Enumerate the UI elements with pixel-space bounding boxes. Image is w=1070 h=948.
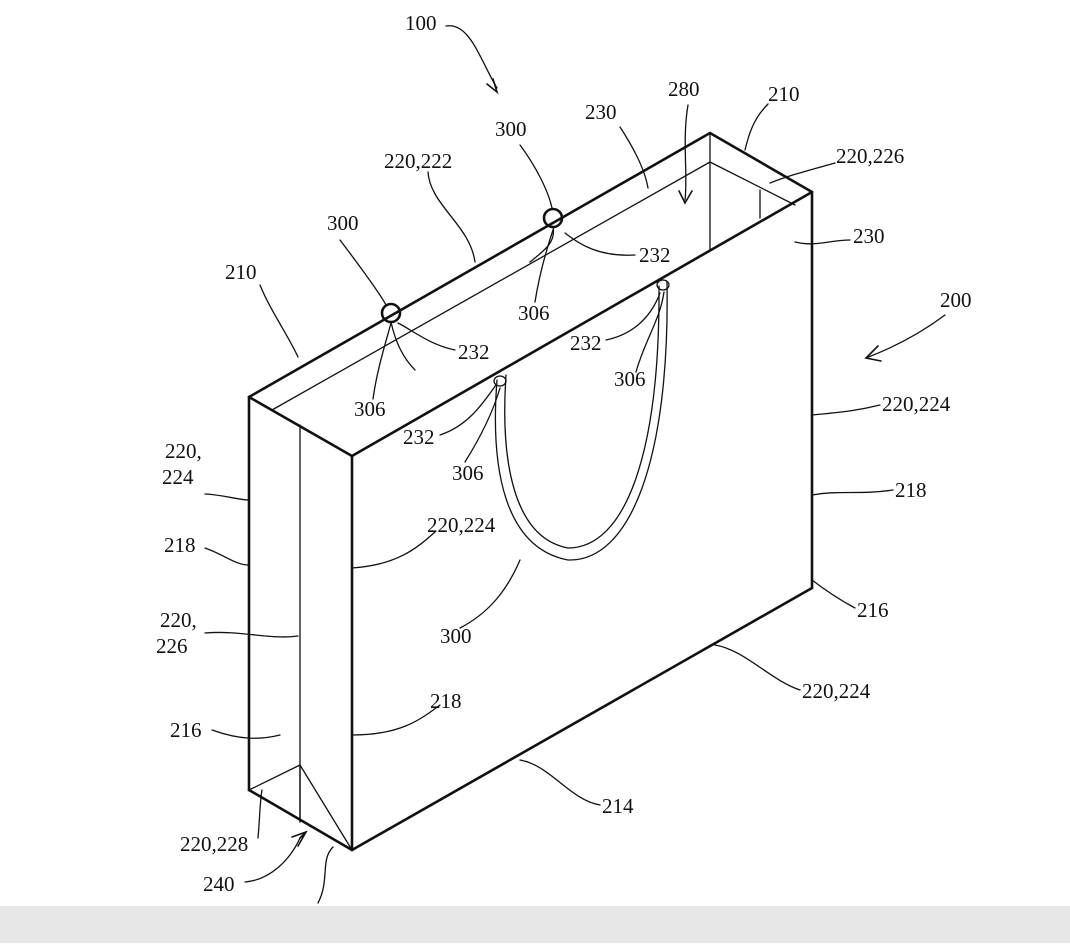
label-200: 200 bbox=[940, 288, 972, 312]
bag-inner-lines bbox=[248, 132, 796, 851]
label-218-center: 218 bbox=[430, 689, 462, 713]
label-300-c: 300 bbox=[440, 624, 472, 648]
label-220-222: 220,222 bbox=[384, 149, 452, 173]
label-280: 280 bbox=[668, 77, 700, 101]
label-100: 100 bbox=[405, 11, 437, 35]
front-bottom-edge bbox=[350, 586, 814, 852]
label-230-top: 230 bbox=[585, 100, 617, 124]
label-220-228: 220,228 bbox=[180, 832, 248, 856]
label-300-b: 300 bbox=[495, 117, 527, 141]
label-218-right: 218 bbox=[895, 478, 927, 502]
label-220-left-a: 220, bbox=[165, 439, 202, 463]
label-306-a: 306 bbox=[354, 397, 386, 421]
label-224-left: 224 bbox=[162, 465, 194, 489]
bottom-band bbox=[0, 906, 1070, 943]
bag-body bbox=[247, 131, 814, 852]
label-220-224-right-top: 220,224 bbox=[882, 392, 951, 416]
label-240: 240 bbox=[203, 872, 235, 896]
top-back-edge bbox=[247, 131, 814, 399]
label-220-224-center: 220,224 bbox=[427, 513, 496, 537]
label-232-c: 232 bbox=[570, 331, 602, 355]
label-210-left: 210 bbox=[225, 260, 257, 284]
label-306-d: 306 bbox=[452, 461, 484, 485]
label-300-a: 300 bbox=[327, 211, 359, 235]
label-230-right: 230 bbox=[853, 224, 885, 248]
label-220-226-top: 220,226 bbox=[836, 144, 904, 168]
label-218-left: 218 bbox=[164, 533, 196, 557]
label-220-left-b: 220, bbox=[160, 608, 197, 632]
front-top-edge bbox=[350, 190, 814, 458]
label-232-d: 232 bbox=[403, 425, 435, 449]
label-306-b: 306 bbox=[518, 301, 550, 325]
label-210-top: 210 bbox=[768, 82, 800, 106]
label-226-left: 226 bbox=[156, 634, 188, 658]
label-220-224-bottom: 220,224 bbox=[802, 679, 871, 703]
label-232-b: 232 bbox=[639, 243, 671, 267]
label-306-c: 306 bbox=[614, 367, 646, 391]
label-216-left: 216 bbox=[170, 718, 202, 742]
front-handle bbox=[493, 279, 670, 561]
leader-lines bbox=[204, 25, 946, 904]
reference-labels: 100 200 280 210 210 230 230 220,222 220,… bbox=[156, 11, 972, 930]
label-214-bottom: 214 bbox=[602, 794, 634, 818]
label-232-a: 232 bbox=[458, 340, 490, 364]
label-216-right: 216 bbox=[857, 598, 889, 622]
